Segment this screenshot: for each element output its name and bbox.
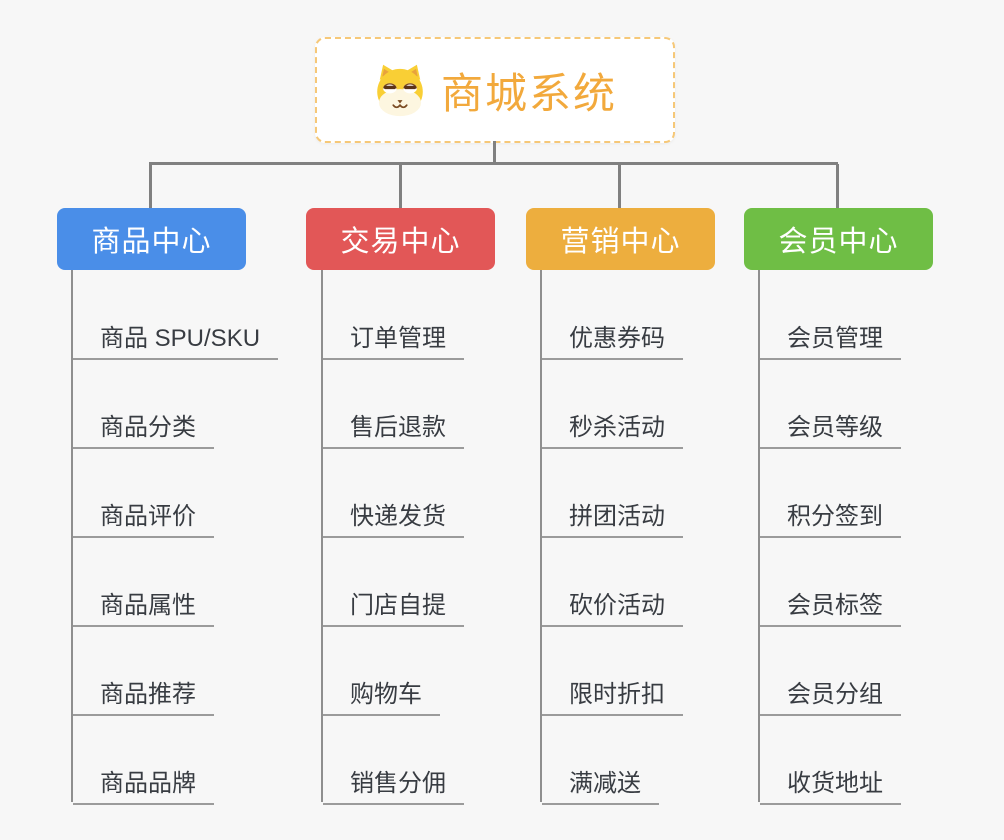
leaf-node-orders-6[interactable]: 销售分佣 xyxy=(323,750,464,805)
leaf-node-orders-1[interactable]: 订单管理 xyxy=(323,305,464,360)
branch-node-orders[interactable]: 交易中心 xyxy=(306,208,495,270)
leaf-node-marketing-6[interactable]: 满减送 xyxy=(542,750,659,805)
root-node-mall-system[interactable]: 商城系统 xyxy=(315,37,675,143)
connector-drop-branch-1 xyxy=(149,164,152,210)
leaf-node-products-2[interactable]: 商品分类 xyxy=(73,394,214,449)
leaf-node-members-2[interactable]: 会员等级 xyxy=(760,394,901,449)
column-line-marketing: 优惠券码秒杀活动拼团活动砍价活动限时折扣满减送 xyxy=(540,270,683,805)
connector-drop-branch-3 xyxy=(618,164,621,210)
connector-root-vertical xyxy=(493,141,496,164)
leaf-node-products-4[interactable]: 商品属性 xyxy=(73,572,214,627)
leaf-node-members-3[interactable]: 积分签到 xyxy=(760,483,901,538)
leaf-node-orders-2[interactable]: 售后退款 xyxy=(323,394,464,449)
leaf-node-orders-4[interactable]: 门店自提 xyxy=(323,572,464,627)
connector-drop-branch-2 xyxy=(399,164,402,210)
leaf-node-members-4[interactable]: 会员标签 xyxy=(760,572,901,627)
leaf-node-marketing-4[interactable]: 砍价活动 xyxy=(542,572,683,627)
branch-node-marketing[interactable]: 营销中心 xyxy=(526,208,715,270)
leaf-node-orders-3[interactable]: 快递发货 xyxy=(323,483,464,538)
leaf-node-products-6[interactable]: 商品品牌 xyxy=(73,750,214,805)
leaf-node-marketing-3[interactable]: 拼团活动 xyxy=(542,483,683,538)
branch-node-products[interactable]: 商品中心 xyxy=(57,208,246,270)
column-line-products: 商品 SPU/SKU 商品分类商品评价商品属性商品推荐商品品牌 xyxy=(71,270,279,805)
leaf-node-marketing-1[interactable]: 优惠券码 xyxy=(542,305,683,360)
connector-horizontal-bus xyxy=(149,162,838,165)
leaf-node-marketing-5[interactable]: 限时折扣 xyxy=(542,661,683,716)
leaf-node-members-6[interactable]: 收货地址 xyxy=(760,750,901,805)
column-line-orders: 订单管理售后退款快递发货门店自提购物车销售分佣 xyxy=(321,270,464,805)
column-line-members: 会员管理会员等级积分签到会员标签会员分组收货地址 xyxy=(758,270,901,805)
leaf-node-members-5[interactable]: 会员分组 xyxy=(760,661,901,716)
connector-drop-branch-4 xyxy=(836,164,839,210)
leaf-node-marketing-2[interactable]: 秒杀活动 xyxy=(542,394,683,449)
leaf-node-members-1[interactable]: 会员管理 xyxy=(760,305,901,360)
shiba-dog-icon xyxy=(377,64,423,117)
root-title: 商城系统 xyxy=(440,69,617,117)
leaf-node-orders-5[interactable]: 购物车 xyxy=(323,661,440,716)
branch-node-members[interactable]: 会员中心 xyxy=(744,208,933,270)
leaf-node-products-1[interactable]: 商品 SPU/SKU xyxy=(73,305,279,360)
leaf-node-products-5[interactable]: 商品推荐 xyxy=(73,661,214,716)
leaf-node-products-3[interactable]: 商品评价 xyxy=(73,483,214,538)
